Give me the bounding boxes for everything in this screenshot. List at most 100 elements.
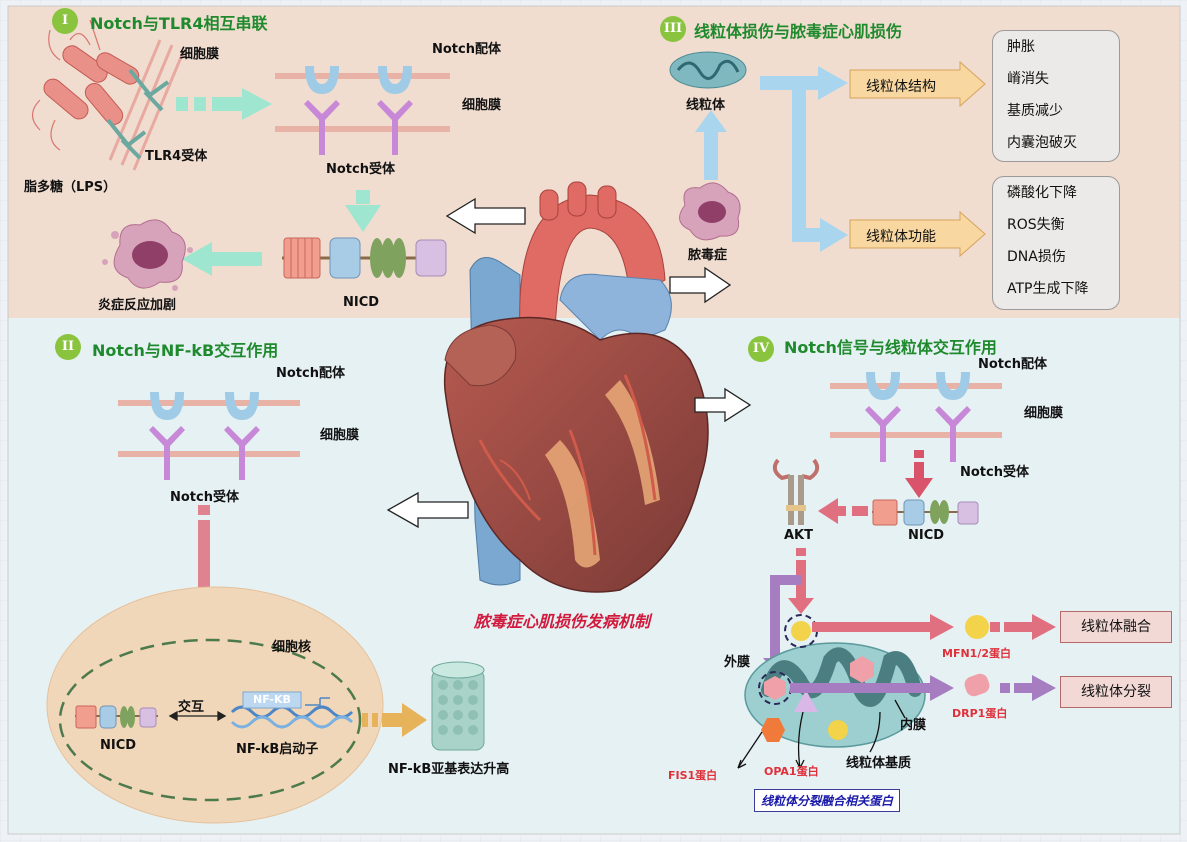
interaction-arrow	[168, 710, 227, 722]
drp1-protein-icon	[964, 673, 990, 697]
function-item: 磷酸化下降	[1007, 185, 1077, 201]
nicd-complex-ii	[75, 705, 158, 729]
membrane-top-i	[275, 73, 450, 132]
label-nicd-ii: NICD	[100, 738, 137, 753]
structure-arrow-shape	[849, 60, 986, 108]
label-mitochondria: 线粒体	[686, 98, 726, 113]
nicd-complex-iv	[872, 499, 979, 526]
label-notch-ligand-i: Notch配体	[432, 42, 501, 57]
mint-arrow-left	[182, 242, 262, 276]
structure-item: 基质减少	[1007, 103, 1063, 119]
label-nfkb-promoter: NF-kB启动子	[236, 742, 319, 757]
sepsis-cell-icon	[679, 182, 741, 241]
label-nicd-i: NICD	[343, 295, 380, 310]
label-notch-receptor-ii: Notch受体	[170, 490, 239, 505]
label-cell-membrane-ii: 细胞膜	[320, 428, 360, 443]
mint-arrow-right	[176, 88, 272, 120]
section-ii-title: Notch与NF-kB交互作用	[92, 341, 279, 360]
nicd-complex-i	[282, 237, 447, 279]
label-notch-ligand-ii: Notch配体	[276, 366, 345, 381]
label-mito-function: 线粒体功能	[866, 229, 936, 245]
label-opa1: OPA1蛋白	[764, 765, 819, 778]
akt-receptor-icon	[772, 458, 820, 525]
center-title: 脓毒症心肌损伤发病机制	[474, 612, 651, 631]
section-i-title: Notch与TLR4相互串联	[90, 14, 268, 33]
light-blue-arrow-up	[695, 110, 727, 180]
fusion-box: 线粒体融合	[1060, 611, 1172, 643]
label-mfn: MFN1/2蛋白	[942, 647, 1011, 660]
label-fis1: FIS1蛋白	[668, 769, 718, 782]
section-iv-title: Notch信号与线粒体交互作用	[784, 338, 997, 357]
structure-item: 内囊泡破灭	[1007, 135, 1077, 151]
label-nucleus: 细胞核	[272, 640, 312, 655]
heart-arrow-downleft	[386, 491, 469, 529]
label-cell-membrane-iv: 细胞膜	[1024, 406, 1064, 421]
inflamed-cell-icon	[102, 219, 193, 291]
label-matrix: 线粒体基质	[846, 756, 912, 771]
function-items-box: 磷酸化下降 ROS失衡 DNA损伤 ATP生成下降	[992, 176, 1120, 310]
mito-protein-caption: 线粒体分裂融合相关蛋白	[754, 789, 901, 812]
section-iii-title: 线粒体损伤与脓毒症心肌损伤	[694, 22, 903, 41]
dna-helix-icon	[230, 697, 354, 729]
label-akt: AKT	[784, 528, 814, 543]
heart-arrow-upleft	[445, 197, 526, 235]
function-arrow-shape	[849, 210, 986, 258]
heart-arrow-downright	[694, 387, 752, 423]
nfkb-tag-box	[242, 691, 302, 709]
mint-arrow-down	[345, 190, 381, 232]
notch-ligands-ii	[150, 392, 259, 420]
label-notch-ligand-iv: Notch配体	[978, 357, 1047, 372]
label-lps: 脂多糖（LPS）	[24, 180, 117, 195]
label-notch-receptor-i: Notch受体	[326, 162, 395, 177]
cell-nucleus	[46, 586, 384, 824]
function-item: ROS失衡	[1007, 217, 1065, 233]
label-inflammation: 炎症反应加剧	[98, 298, 177, 313]
fission-box: 线粒体分裂	[1060, 676, 1172, 708]
frame-border	[7, 5, 1181, 835]
mfn-protein-icon	[965, 615, 989, 639]
section-iii-badge: III	[660, 16, 686, 42]
pink-arrow-down-iv	[905, 450, 933, 498]
label-nfkb-tag: NF-KB	[253, 693, 291, 706]
notch-ligands-i	[305, 66, 412, 94]
label-cell-membrane-tlr4: 细胞膜	[180, 47, 220, 62]
membrane-ii	[118, 400, 300, 457]
label-drp1: DRP1蛋白	[952, 707, 1008, 720]
orange-arrow-right	[362, 703, 427, 737]
function-item: ATP生成下降	[1007, 281, 1089, 297]
structure-item: 肿胀	[1007, 39, 1035, 55]
pointer-arrows	[737, 699, 906, 769]
section-iv-badge: IV	[748, 336, 774, 362]
section-i-badge: I	[52, 8, 78, 34]
label-tlr4-receptor: TLR4受体	[145, 149, 208, 164]
label-mito-structure: 线粒体结构	[866, 79, 936, 95]
membrane-iv	[830, 383, 1002, 438]
label-outer-membrane: 外膜	[724, 655, 751, 670]
label-interact: 交互	[178, 700, 205, 715]
label-nfkb-expression: NF-kB亚基表达升高	[388, 762, 510, 777]
notch-receptors-i	[304, 100, 413, 155]
label-inner-membrane: 内膜	[900, 718, 927, 733]
label-sepsis: 脓毒症	[688, 248, 728, 263]
notch-receptors-iv	[865, 406, 971, 462]
heart-illustration	[443, 181, 709, 593]
structure-items-box: 肿胀 嵴消失 基质减少 内囊泡破灭	[992, 30, 1120, 162]
label-nicd-iv: NICD	[908, 528, 945, 543]
mitochondrion-icon	[669, 51, 747, 89]
tlr4-receptor-icon	[106, 68, 170, 160]
pink-arrow-left-iv	[818, 498, 868, 524]
heart-arrow-upright	[669, 266, 732, 304]
label-cell-membrane-i: 细胞膜	[462, 98, 502, 113]
nfkb-barrel-icon	[431, 661, 485, 751]
structure-item: 嵴消失	[1007, 71, 1049, 87]
notch-ligands-iv	[866, 372, 970, 400]
light-blue-bracket-arrows	[760, 66, 848, 252]
section-ii-badge: II	[55, 334, 81, 360]
label-notch-receptor-iv: Notch受体	[960, 465, 1029, 480]
lps-bacteria-icon	[31, 19, 140, 151]
pink-arrow-fusion	[812, 614, 1056, 640]
purple-arrow-fission	[790, 675, 1056, 701]
function-item: DNA损伤	[1007, 249, 1066, 265]
